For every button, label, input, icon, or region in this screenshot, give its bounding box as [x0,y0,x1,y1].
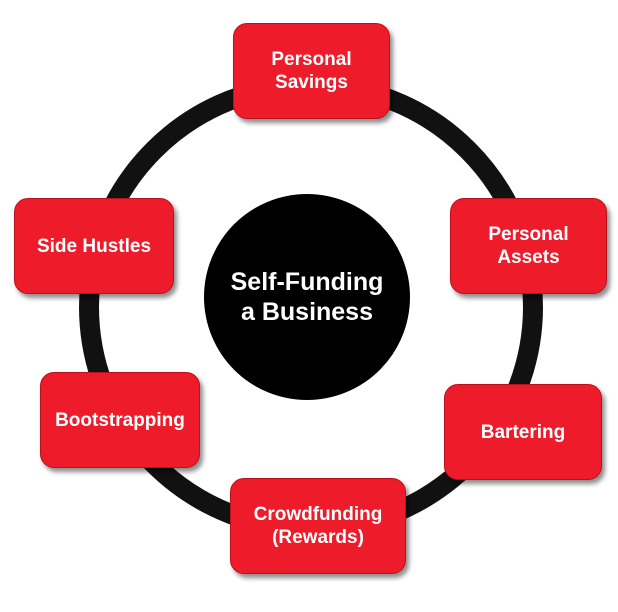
node-bootstrapping-label: Bootstrapping [55,409,185,431]
node-personal-savings: Personal Savings [233,23,390,119]
node-side-hustles: Side Hustles [14,198,174,294]
center-title: Self-Funding a Business [217,267,397,327]
node-bootstrapping: Bootstrapping [40,372,200,468]
node-bartering-label: Bartering [480,421,566,443]
node-personal-savings-line2: Savings [275,72,348,93]
node-personal-assets: Personal Assets [450,198,607,294]
node-personal-savings-line1: Personal [271,49,352,70]
node-crowdfunding-line1: Crowdfunding [253,504,383,525]
node-side-hustles-label: Side Hustles [36,235,152,257]
node-personal-assets-line2: Assets [497,247,560,268]
node-crowdfunding-line2: (Rewards) [272,527,364,548]
node-crowdfunding: Crowdfunding (Rewards) [230,478,406,574]
center-title-line2: a Business [240,298,373,326]
center-hub: Self-Funding a Business [204,194,410,400]
center-title-line1: Self-Funding [230,268,384,296]
node-personal-assets-line1: Personal [488,224,569,245]
node-bartering: Bartering [444,384,602,480]
